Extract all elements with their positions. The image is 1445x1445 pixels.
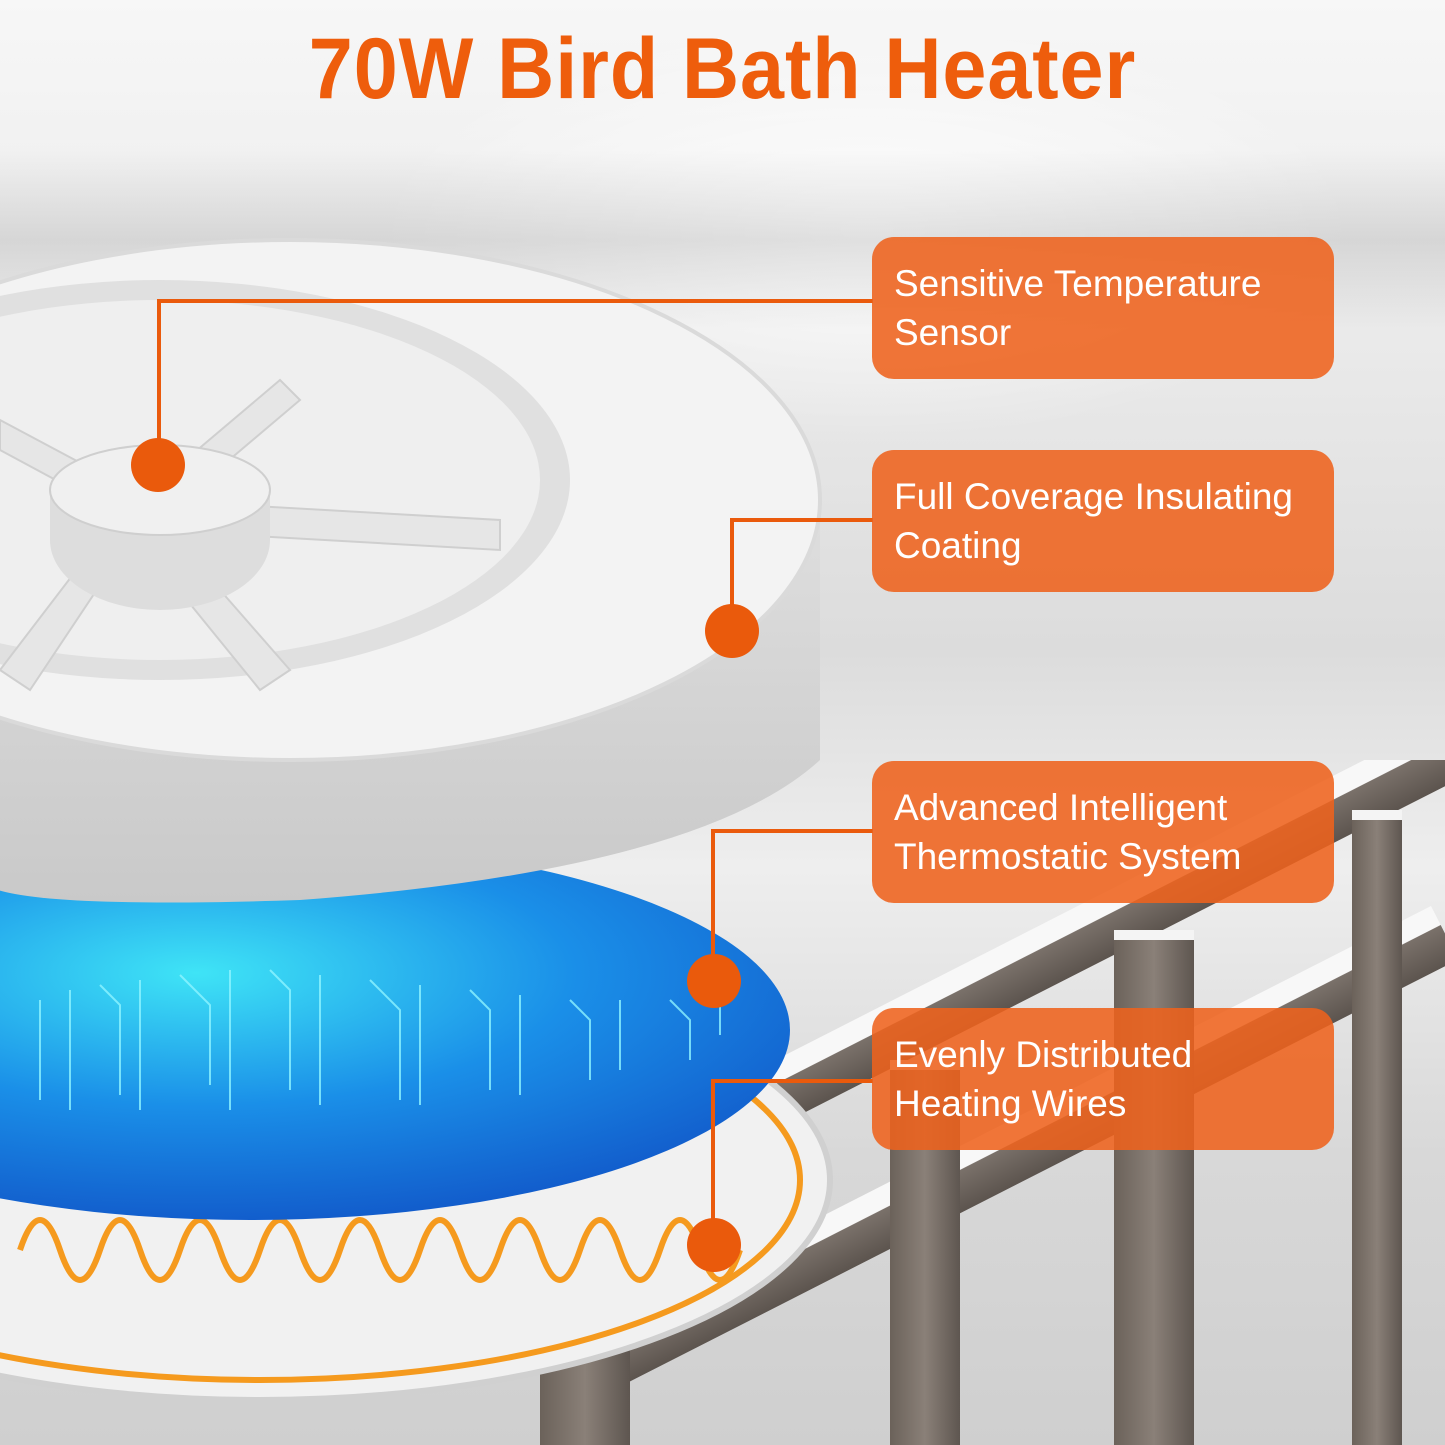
callout-text-line: Sensor (894, 312, 1012, 353)
callout-text-line: Evenly Distributed (894, 1034, 1193, 1075)
marker-dot-coating (705, 604, 759, 658)
leader-line-sensor (157, 299, 873, 303)
marker-dot-sensor (131, 438, 185, 492)
product-title: 70W Bird Bath Heater (308, 21, 1137, 117)
leader-line-sensor-vertical (157, 299, 161, 464)
leader-line-thermostat (711, 829, 873, 833)
leader-line-thermostat-vertical (711, 829, 715, 981)
insulated-heater-body (0, 238, 822, 903)
marker-dot-heating-wires (687, 1218, 741, 1272)
marker-dot-thermostat (687, 954, 741, 1008)
callout-thermostatic-system: Advanced Intelligent Thermostatic System (872, 761, 1334, 903)
callout-text-line: Thermostatic System (894, 836, 1242, 877)
leader-line-heating-wires (711, 1079, 873, 1083)
callout-temperature-sensor: Sensitive Temperature Sensor (872, 237, 1334, 379)
leader-line-coating-vertical (730, 518, 734, 633)
callout-heating-wires: Evenly Distributed Heating Wires (872, 1008, 1334, 1150)
callout-text-line: Advanced Intelligent (894, 787, 1228, 828)
callout-insulating-coating: Full Coverage Insulating Coating (872, 450, 1334, 592)
leader-line-heating-wires-vertical (711, 1079, 715, 1244)
leader-line-coating (730, 518, 873, 522)
callout-text-line: Heating Wires (894, 1083, 1127, 1124)
callout-text-line: Full Coverage Insulating (894, 476, 1293, 517)
callout-text-line: Sensitive Temperature (894, 263, 1262, 304)
thermostat-circuit-layer (0, 840, 790, 1220)
callout-text-line: Coating (894, 525, 1022, 566)
